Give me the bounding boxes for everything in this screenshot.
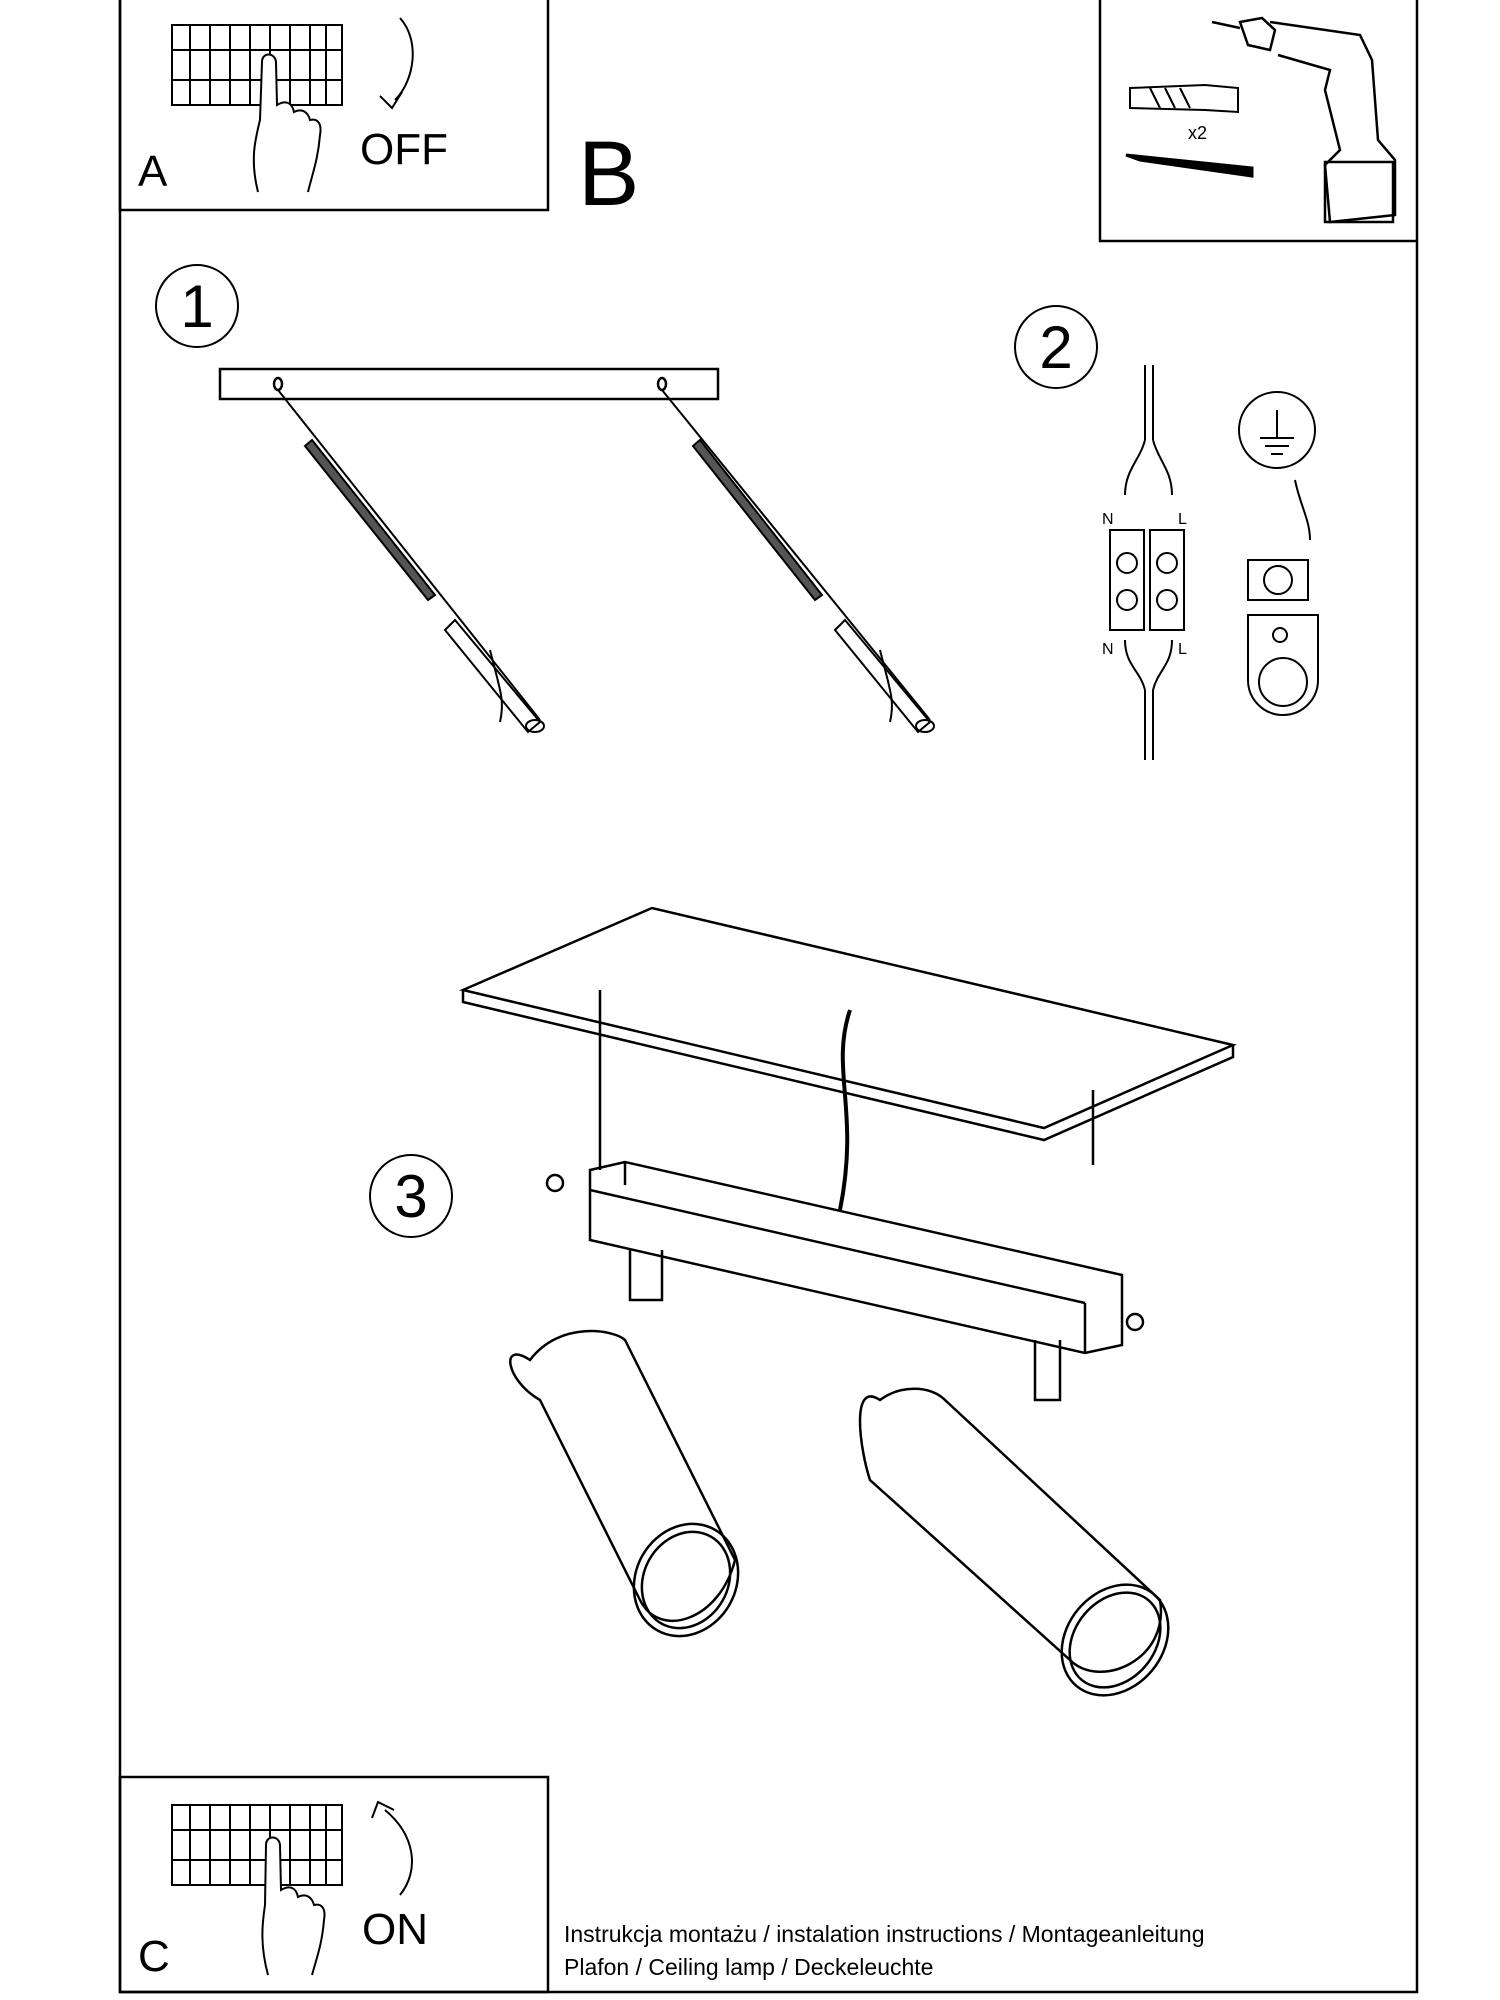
tools-box xyxy=(1098,0,1417,243)
page-frame xyxy=(118,0,1419,1994)
ceiling-lamp-illustration xyxy=(459,906,1237,1697)
screw-icon xyxy=(1125,153,1254,178)
neutral-label-bottom: N xyxy=(1102,641,1114,658)
terminal-block-icon xyxy=(1109,365,1185,760)
live-label-bottom: L xyxy=(1178,641,1187,658)
panel-a-letter: A xyxy=(138,147,168,196)
quantity-label: x2 xyxy=(1188,123,1208,143)
live-label-top: L xyxy=(1178,511,1187,528)
step-1-number: 1 xyxy=(155,264,239,348)
screw-and-dowel-icon xyxy=(277,389,935,734)
step-3-number: 3 xyxy=(369,1154,453,1238)
arrow-up-icon xyxy=(371,1800,413,1896)
panel-c-on-label: ON xyxy=(362,1905,428,1954)
hand-pointing-icon xyxy=(261,1836,326,1976)
footer-line-2: Plafon / Ceiling lamp / Deckeleuchte xyxy=(564,1954,934,1980)
wall-plug-icon xyxy=(1129,83,1239,114)
panel-b-letter: B xyxy=(578,123,640,225)
mounting-bar xyxy=(218,367,720,401)
panel-c-box xyxy=(118,1775,550,1994)
ground-terminal-icon xyxy=(1238,391,1319,716)
circuit-breaker-icon xyxy=(171,24,343,106)
panel-a-box xyxy=(118,0,550,212)
hand-pointing-icon xyxy=(252,53,322,193)
arrow-down-icon xyxy=(379,17,414,110)
drill-icon xyxy=(1211,16,1397,224)
step-2-number: 2 xyxy=(1014,305,1098,389)
footer-line-1: Instrukcja montażu / instalation instruc… xyxy=(564,1921,1205,1947)
panel-c-letter: C xyxy=(138,1932,170,1981)
neutral-label-top: N xyxy=(1102,511,1114,528)
circuit-breaker-icon xyxy=(171,1804,343,1886)
panel-a-off-label: OFF xyxy=(360,125,448,174)
